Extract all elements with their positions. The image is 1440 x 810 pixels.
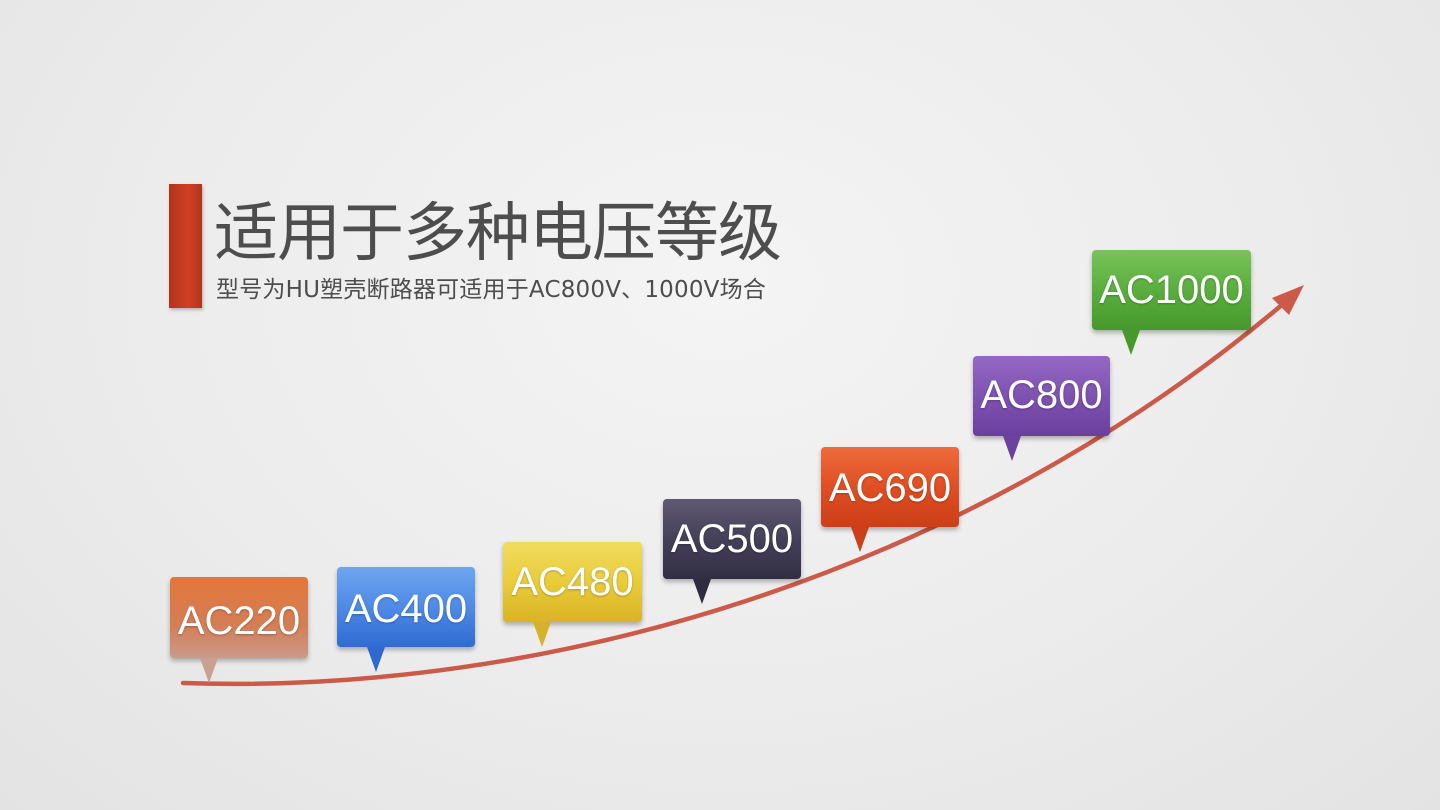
voltage-callout-ac480: AC480: [503, 542, 642, 647]
voltage-callout-ac1000: AC1000: [1092, 250, 1251, 355]
slide-subtitle: 型号为HU塑壳断路器可适用于AC800V、1000V场合: [216, 277, 767, 303]
voltage-label: AC480: [511, 560, 634, 604]
title-accent-bar: [169, 184, 202, 308]
voltage-label: AC800: [980, 373, 1103, 417]
voltage-label: AC500: [670, 517, 794, 561]
voltage-callout-ac220: AC220: [170, 577, 308, 683]
voltage-callout-ac400: AC400: [337, 567, 475, 672]
voltage-label: AC400: [344, 587, 468, 631]
voltage-callout-ac500: AC500: [663, 499, 801, 604]
growth-curve-line: [180, 295, 1293, 687]
growth-curve-arrowhead: [1272, 285, 1304, 315]
voltage-label: AC220: [177, 599, 301, 643]
voltage-label: AC1000: [1099, 268, 1244, 312]
voltage-callout-ac690: AC690: [821, 447, 959, 552]
slide-title: 适用于多种电压等级: [214, 197, 782, 271]
voltage-label: AC690: [828, 466, 952, 510]
voltage-callout-ac800: AC800: [973, 356, 1110, 461]
